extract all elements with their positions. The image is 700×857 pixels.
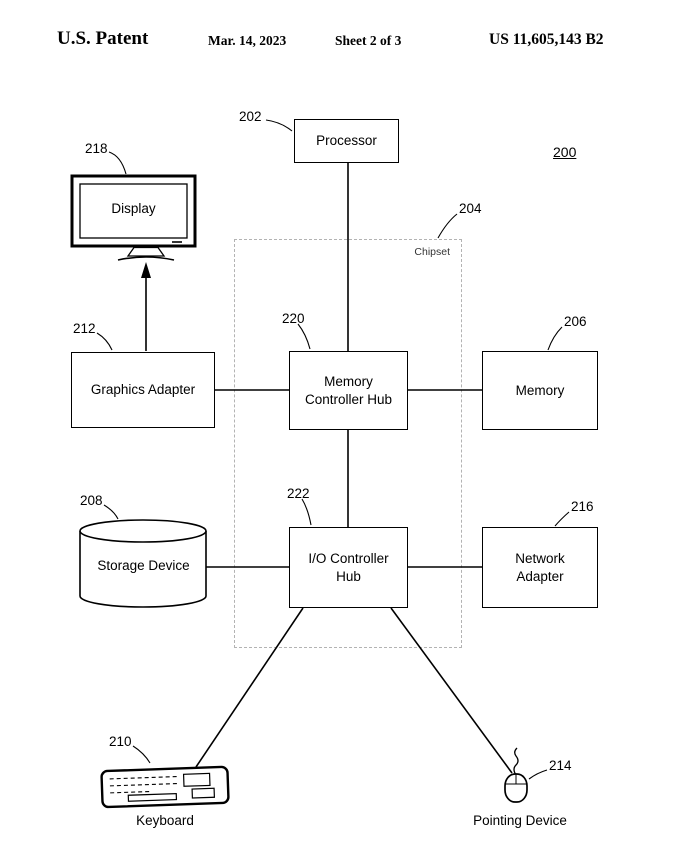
block-processor: Processor bbox=[294, 119, 399, 163]
ref-208: 208 bbox=[80, 493, 103, 508]
leader-220 bbox=[297, 323, 311, 350]
patent-header-date: Mar. 14, 2023 bbox=[208, 33, 287, 48]
block-memory-controller-hub-label: Memory Controller Hub bbox=[304, 373, 393, 407]
patent-header-number: US 11,605,143 B2 bbox=[489, 31, 604, 48]
connector-ioch-keyboard bbox=[195, 607, 304, 768]
ref-210: 210 bbox=[109, 734, 132, 749]
leader-218 bbox=[108, 151, 127, 175]
block-io-controller-hub-label: I/O Controller Hub bbox=[308, 550, 389, 584]
leader-216 bbox=[554, 511, 570, 527]
leader-214 bbox=[528, 769, 548, 780]
ref-202: 202 bbox=[239, 109, 262, 124]
leader-lines bbox=[96, 119, 570, 780]
leader-204 bbox=[437, 213, 458, 239]
storage-cylinder-icon bbox=[79, 519, 207, 608]
ref-204: 204 bbox=[459, 201, 482, 216]
block-processor-label: Processor bbox=[316, 133, 377, 149]
ref-222: 222 bbox=[287, 486, 310, 501]
block-network-adapter: Network Adapter bbox=[482, 527, 598, 608]
pointing-device-label: Pointing Device bbox=[473, 813, 567, 828]
block-memory: Memory bbox=[482, 351, 598, 430]
block-graphics-adapter-label: Graphics Adapter bbox=[90, 382, 196, 398]
leader-202 bbox=[265, 119, 293, 132]
chipset-label: Chipset bbox=[414, 246, 450, 258]
leader-208 bbox=[103, 504, 119, 520]
block-memory-controller-hub: Memory Controller Hub bbox=[289, 351, 408, 430]
patent-header-title: U.S. Patent bbox=[57, 28, 149, 49]
block-graphics-adapter: Graphics Adapter bbox=[71, 352, 215, 428]
ref-218: 218 bbox=[85, 141, 108, 156]
connector-lines bbox=[145, 163, 513, 774]
keyboard-label: Keyboard bbox=[136, 813, 194, 828]
ref-220: 220 bbox=[282, 311, 305, 326]
arrowhead-up-icon bbox=[141, 262, 151, 278]
storage-device-label: Storage Device bbox=[97, 558, 190, 573]
block-network-adapter-label: Network Adapter bbox=[515, 550, 565, 584]
figure-ref-200: 200 bbox=[553, 144, 577, 160]
ref-214: 214 bbox=[549, 758, 572, 773]
block-io-controller-hub: I/O Controller Hub bbox=[289, 527, 408, 608]
block-memory-label: Memory bbox=[515, 382, 565, 398]
leader-210 bbox=[132, 745, 151, 764]
leader-206 bbox=[547, 326, 563, 351]
patent-header-sheet: Sheet 2 of 3 bbox=[335, 33, 402, 48]
display-icon bbox=[70, 174, 197, 261]
keyboard-icon bbox=[100, 765, 230, 809]
leader-222 bbox=[301, 498, 312, 526]
ref-206: 206 bbox=[564, 314, 587, 329]
mouse-icon bbox=[504, 747, 528, 803]
ref-216: 216 bbox=[571, 499, 594, 514]
display-label: Display bbox=[111, 201, 156, 216]
leader-212 bbox=[96, 332, 113, 351]
ref-212: 212 bbox=[73, 321, 96, 336]
connector-ioch-mouse bbox=[390, 607, 513, 774]
